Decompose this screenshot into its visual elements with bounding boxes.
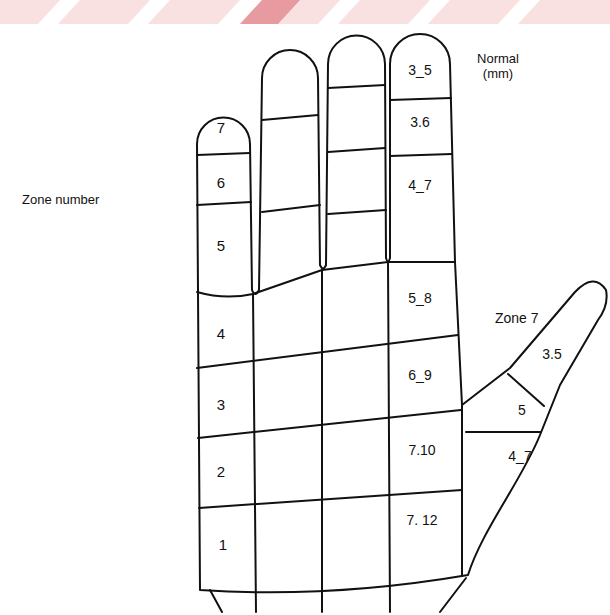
watermark-stripes (0, 0, 610, 24)
normal-value: 4_7 (508, 448, 531, 464)
normal-value: 6_9 (408, 367, 431, 383)
watermark-band (0, 0, 610, 24)
normal-value: 7.10 (408, 442, 435, 458)
zone-number: 7 (217, 119, 225, 136)
finger-zone-line (328, 148, 385, 152)
zone-number: 6 (217, 174, 225, 191)
column-line (253, 294, 256, 612)
zone-number: 1 (219, 536, 227, 553)
normal-value: 7. 12 (406, 512, 437, 528)
watermark-gap (318, 0, 360, 24)
watermark-gap (38, 0, 80, 24)
watermark-gap (128, 0, 170, 24)
column-heading: Normal (mm) (470, 52, 526, 82)
watermark-gap (498, 0, 540, 24)
zone-line (198, 410, 461, 438)
finger-zone-line (328, 210, 386, 214)
finger-zone-line (197, 202, 251, 205)
zone-number: 5 (217, 237, 225, 254)
thumb-zone-line (508, 374, 544, 406)
zone-number: 3 (217, 396, 225, 413)
watermark-accent (240, 0, 300, 24)
column-line (461, 405, 463, 576)
axis-title: Zone number (22, 193, 99, 208)
column-line (321, 270, 323, 612)
hand-outline (197, 34, 607, 592)
forearm-line (440, 578, 466, 612)
watermark-gap (408, 0, 450, 24)
finger-zone-line (262, 115, 318, 120)
finger-zone-line (390, 154, 452, 156)
thumb-zone-line (466, 431, 541, 433)
zone-number: 4 (217, 325, 225, 342)
normal-value: 3.5 (542, 346, 561, 362)
column-line (388, 262, 390, 612)
normal-value: 3.6 (410, 114, 429, 130)
zone-line (197, 335, 458, 368)
forearm-line (210, 590, 222, 612)
normal-value: 3_5 (408, 62, 431, 78)
zone-number: 5 (518, 402, 526, 418)
zone-number: 2 (217, 463, 225, 480)
finger-zone-line (328, 85, 385, 88)
thumb-zone-heading: Zone 7 (495, 310, 539, 326)
normal-value: 4_7 (408, 177, 431, 193)
finger-zone-line (390, 98, 451, 100)
finger-zone-line (262, 205, 320, 212)
finger-zone-line (197, 153, 250, 155)
normal-value: 5_8 (408, 290, 431, 306)
zone-line (199, 490, 462, 508)
